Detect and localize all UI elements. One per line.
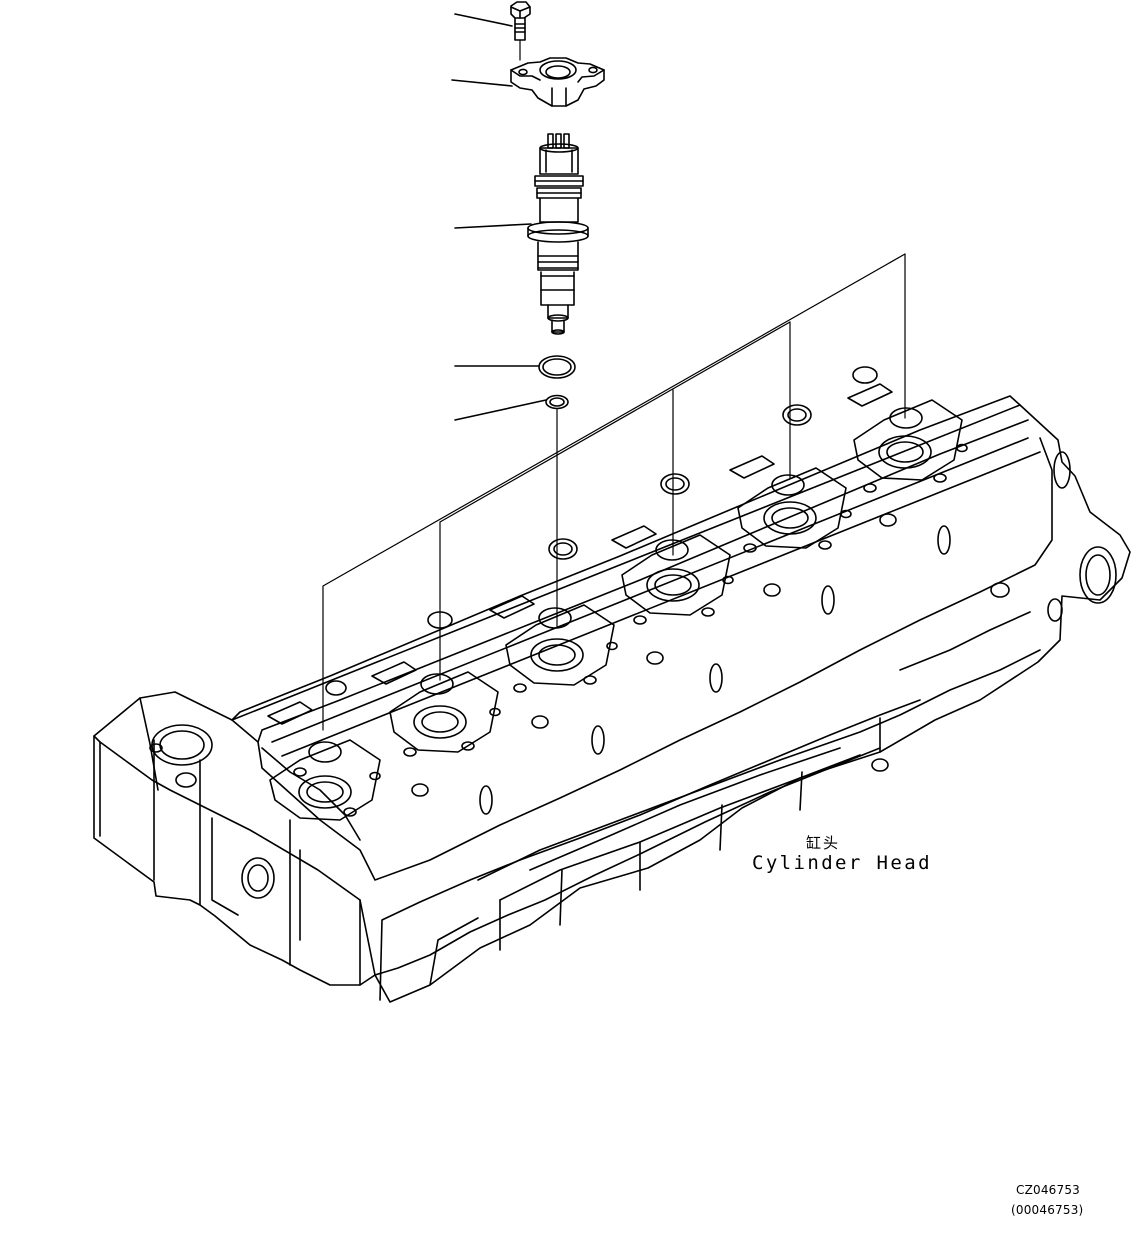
seal-washer	[546, 396, 568, 409]
cylinder-head	[94, 367, 1130, 1002]
leader-clamp	[452, 80, 512, 86]
head-bolt-holes	[294, 445, 967, 817]
o-ring	[539, 356, 575, 378]
leader-seal-washer	[455, 400, 546, 420]
part-label-english: Cylinder Head	[752, 852, 932, 874]
leader-lines	[452, 14, 546, 420]
fuel-injector	[528, 134, 588, 334]
injector-clamp	[511, 58, 604, 106]
bolt	[511, 2, 530, 60]
distribution-lines	[323, 254, 905, 730]
leader-bolt	[455, 14, 512, 26]
leader-injector	[455, 224, 531, 228]
drawing-code: CZ046753	[1016, 1183, 1081, 1197]
part-label-chinese: 缸头	[806, 834, 841, 852]
drawing-code-alt: (00046753)	[1011, 1203, 1084, 1217]
